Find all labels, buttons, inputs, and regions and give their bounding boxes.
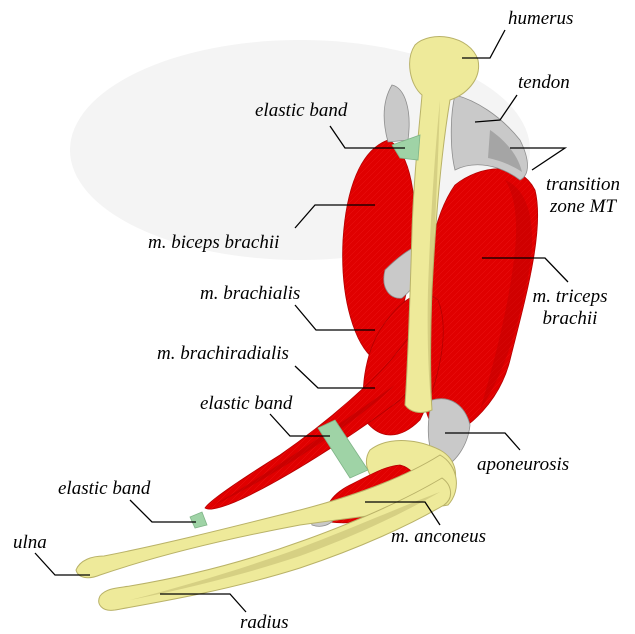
label-transition-zone: transition zone MT — [528, 174, 635, 218]
label-biceps: m. biceps brachii — [148, 232, 279, 254]
elastic-band-bottom — [190, 512, 207, 528]
label-elastic-band-bottom: elastic band — [58, 478, 150, 500]
label-ulna: ulna — [13, 532, 47, 554]
label-triceps-line2: brachii — [515, 308, 625, 330]
label-humerus: humerus — [508, 8, 573, 30]
label-brachiradialis: m. brachiradialis — [157, 343, 289, 365]
label-tendon: tendon — [518, 72, 570, 94]
label-transition-line2: zone MT — [528, 196, 635, 218]
label-aponeurosis: aponeurosis — [477, 454, 569, 476]
label-radius: radius — [240, 612, 289, 634]
label-brachialis: m. brachialis — [200, 283, 300, 305]
label-elastic-band-top: elastic band — [255, 100, 347, 122]
leader-elastic-bottom — [130, 500, 196, 522]
label-triceps: m. triceps brachii — [515, 286, 625, 330]
label-triceps-line1: m. triceps — [515, 286, 625, 308]
label-elastic-band-middle: elastic band — [200, 393, 292, 415]
leader-brachiradialis — [295, 366, 375, 388]
label-anconeus: m. anconeus — [391, 526, 486, 548]
label-transition-line1: transition — [528, 174, 635, 196]
